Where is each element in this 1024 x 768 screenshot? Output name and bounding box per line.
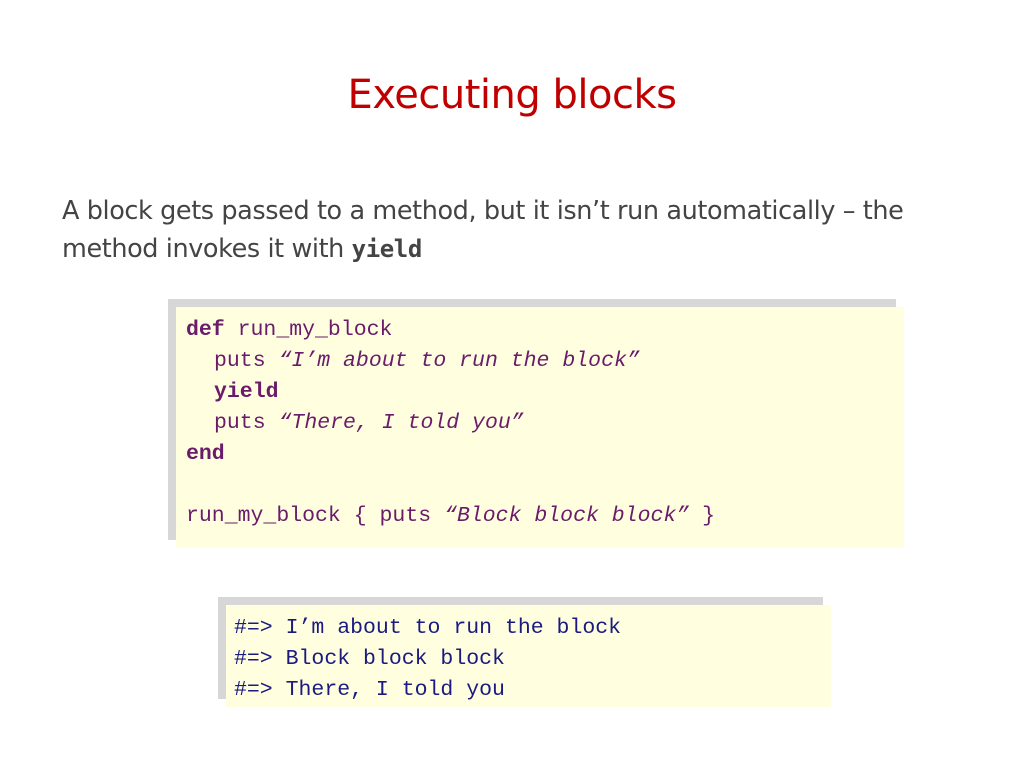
code-text: puts — [214, 411, 279, 435]
code-line: def run_my_block — [186, 315, 904, 346]
body-paragraph: A block gets passed to a method, but it … — [62, 192, 982, 268]
code-line-blank — [186, 470, 904, 501]
code-line: run_my_block { puts “Block block block” … — [186, 501, 904, 532]
output-line: #=> I’m about to run the block — [234, 616, 622, 640]
output-block: #=> I’m about to run the block #=> Block … — [226, 605, 831, 707]
code-keyword: end — [186, 442, 225, 466]
inline-code-yield: yield — [351, 235, 423, 263]
output-line: #=> There, I told you — [234, 678, 505, 702]
code-keyword: def — [186, 318, 225, 342]
code-line: puts “I’m about to run the block” — [186, 346, 904, 377]
slide-title: Executing blocks — [347, 72, 677, 118]
code-string: “I’m about to run the block” — [278, 349, 640, 373]
output-line: #=> Block block block — [234, 647, 505, 671]
code-text: puts — [214, 349, 279, 373]
code-string: “Block block block” — [444, 504, 690, 528]
code-string: “There, I told you” — [278, 411, 524, 435]
code-text: run_my_block { puts — [186, 504, 445, 528]
code-text: } — [689, 504, 715, 528]
body-text: A block gets passed to a method, but it … — [62, 196, 904, 264]
code-line: end — [186, 439, 904, 470]
code-line: puts “There, I told you” — [186, 408, 904, 439]
code-keyword: yield — [214, 380, 279, 404]
code-text: run_my_block — [224, 318, 393, 342]
code-line: yield — [186, 377, 904, 408]
